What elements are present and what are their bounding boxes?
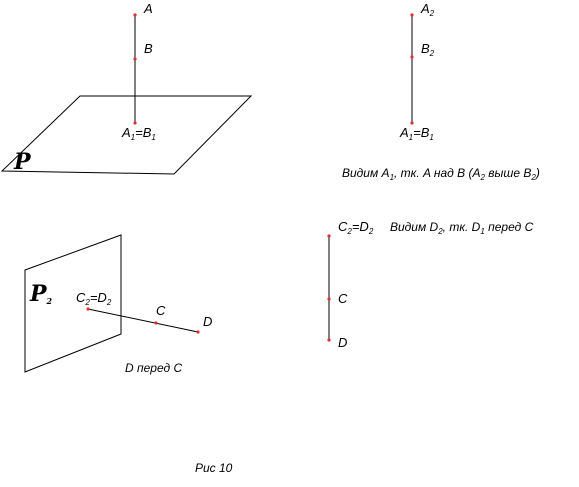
point-a: [133, 13, 137, 17]
point-c-proj: [327, 297, 331, 301]
bottom-right-figure: C2=D2 C D Видим D2, тк. D1 перед C: [327, 219, 534, 350]
label-b2: B2: [421, 41, 435, 58]
point-c: [154, 321, 158, 325]
point-a2: [410, 13, 414, 17]
frontal-plane: [24, 234, 122, 373]
top-left-figure: A B A1=B1 P: [0, 1, 253, 175]
point-b2: [410, 55, 414, 59]
label-c-proj: C: [338, 291, 348, 306]
label-a: A: [143, 1, 153, 16]
label-a1-eq-b1: A1=B1: [121, 125, 156, 142]
point-a1-b1: [133, 121, 137, 125]
visibility-caption-d: Видим D2, тк. D1 перед C: [390, 220, 534, 236]
point-d: [196, 330, 200, 334]
label-a1-eq-b1-proj: A1=B1: [399, 125, 434, 142]
label-d: D: [203, 314, 212, 329]
plane-glyph-p2: P2: [29, 281, 53, 307]
label-a2: A2: [420, 1, 435, 18]
label-b: B: [144, 41, 153, 56]
visibility-caption-a: Видим A1, тк. A над B (A2 выше B2): [342, 166, 540, 182]
point-c2-d2: [86, 307, 90, 311]
point-b: [133, 57, 137, 61]
label-c2-eq-d2: C2=D2: [76, 290, 112, 307]
point-a1-b1-proj: [410, 121, 414, 125]
label-d-proj: D: [338, 335, 347, 350]
point-c2-d2-proj: [327, 234, 331, 238]
figure-caption: Рис 10: [195, 461, 233, 475]
caption-d-before-c: D перед C: [125, 361, 182, 375]
bottom-left-figure: P2 C2=D2 C D D перед C: [24, 234, 212, 375]
point-d-proj: [327, 338, 331, 342]
top-right-figure: A2 B2 A1=B1 Видим A1, тк. A над B (A2 вы…: [342, 1, 540, 182]
segment-cd: [87, 308, 199, 333]
horizontal-plane: [0, 95, 253, 175]
label-c: C: [156, 303, 166, 318]
label-c2-eq-d2-proj: C2=D2: [338, 219, 374, 236]
plane-glyph-p: P: [13, 149, 32, 175]
